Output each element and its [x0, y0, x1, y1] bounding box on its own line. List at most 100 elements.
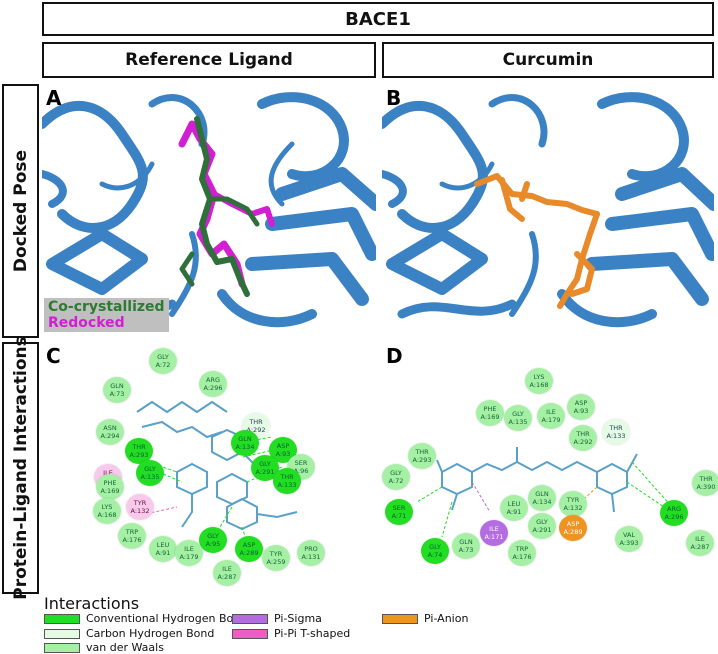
panel-b-docked-pose	[382, 84, 714, 338]
legend-item-pi-sigma: Pi-Sigma	[232, 612, 322, 625]
pose-legend: Co-crystallized Redocked	[44, 298, 169, 332]
residue-position: A:133	[277, 481, 297, 489]
residue-position: A:95	[205, 540, 221, 548]
legend-label: Pi-Anion	[424, 612, 469, 625]
residue-position: A:71	[391, 512, 407, 520]
residue-position: A:73	[458, 546, 474, 554]
residue-name: GLY	[207, 532, 219, 540]
residue-position: A:259	[266, 558, 286, 566]
column-header-reference-ligand: Reference Ligand	[42, 42, 376, 78]
residue-name: ASP	[566, 520, 580, 528]
residue-name: GLY	[390, 469, 402, 477]
residue-name: THR	[415, 448, 429, 456]
residue-position: A:135	[140, 473, 160, 481]
residue-position: A:134	[532, 498, 552, 506]
residue-name: GLY	[144, 465, 156, 473]
legend-label: Conventional Hydrogen Bond	[86, 612, 248, 625]
residue-name: ILE	[103, 469, 113, 477]
residue-name: GLY	[259, 460, 271, 468]
legend-swatch	[44, 642, 80, 653]
residue-name: LYS	[533, 373, 545, 381]
legend-label: van der Waals	[86, 641, 164, 654]
residue-position: A:171	[484, 533, 504, 541]
residue-position: A:292	[573, 438, 593, 446]
figure-title: BACE1	[42, 2, 714, 36]
residue-name: GLN	[459, 538, 473, 546]
residue-position: A:131	[301, 553, 321, 561]
residue-position: A:132	[563, 504, 583, 512]
residue-position: A:293	[412, 456, 432, 464]
residue-name: GLY	[512, 410, 524, 418]
residue-name: LYS	[101, 503, 113, 511]
panel-label-d: D	[386, 344, 403, 368]
legend-label: Pi-Pi T-shaped	[274, 627, 351, 640]
column-header-curcumin: Curcumin	[382, 42, 714, 78]
residue-name: TYR	[269, 550, 283, 558]
residue-name: ILE	[546, 408, 556, 416]
residue-name: LEU	[156, 541, 170, 549]
residue-name: ILE	[222, 565, 232, 573]
residue-position: A:179	[179, 553, 199, 561]
row-header-protein-ligand-interactions: Protein-Ligand Interactions	[2, 336, 39, 600]
residue-name: ASP	[242, 541, 256, 549]
figure-title-text: BACE1	[345, 8, 411, 30]
residue-position: A:169	[100, 487, 120, 495]
residue-position: A:287	[690, 543, 710, 551]
row-header-label: Docked Pose	[10, 149, 31, 273]
residue-name: ARG	[667, 505, 681, 513]
residue-position: A:96	[293, 467, 309, 475]
residue-position: A:134	[235, 443, 255, 451]
residue-name: ILE	[695, 535, 705, 543]
residue-name: THR	[576, 430, 590, 438]
residue-name: PRO	[304, 545, 318, 553]
residue-position: A:291	[255, 468, 275, 476]
protein-ribbon-b	[382, 84, 714, 338]
residue-position: A:91	[506, 508, 522, 516]
residue-name: VAL	[622, 531, 636, 539]
residue-position: A:74	[427, 551, 443, 559]
residue-name: TRP	[125, 528, 139, 536]
residue-name: TYR	[566, 496, 580, 504]
residue-name: ILE	[184, 545, 194, 553]
residue-position: A:390	[696, 483, 716, 491]
pose-legend-redocked: Redocked	[48, 315, 125, 331]
residue-position: A:132	[130, 507, 150, 515]
legend-item-pi-pi-tshaped: Pi-Pi T-shaped	[232, 627, 350, 640]
residue-position: A:176	[122, 536, 142, 544]
legend-swatch	[382, 613, 418, 624]
residue-name: SER	[294, 459, 308, 467]
residue-name: TRP	[515, 545, 529, 553]
residue-position: A:72	[155, 361, 171, 369]
residue-position: A:291	[532, 526, 552, 534]
interactions-legend-title: Interactions	[44, 594, 140, 613]
residue-name: TYR	[133, 499, 147, 507]
residue-position: A:289	[239, 549, 259, 557]
